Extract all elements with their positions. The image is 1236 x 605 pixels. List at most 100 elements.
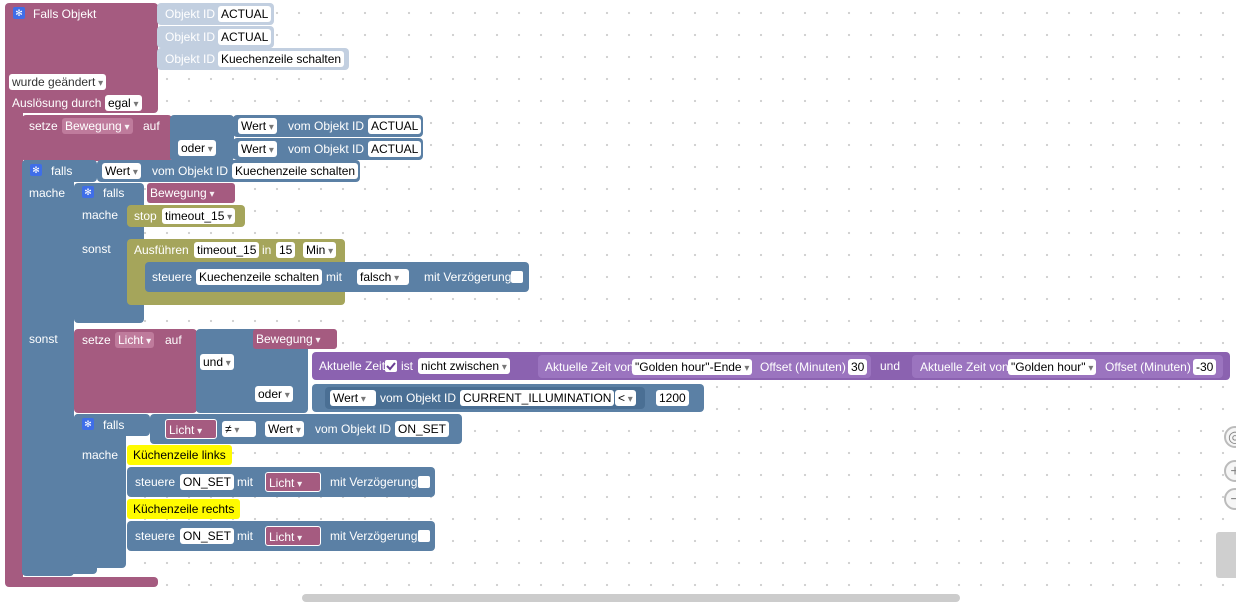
number-field[interactable]: 1200 <box>656 390 689 406</box>
target-field[interactable]: ON_SET <box>180 474 235 490</box>
timeout-dropdown[interactable]: timeout_15 <box>162 208 236 224</box>
zoom-in-icon[interactable]: + <box>1224 460 1236 482</box>
mache-label: mache <box>82 448 119 462</box>
auf-label: auf <box>143 119 160 133</box>
verzoegerung-checkbox[interactable] <box>511 271 523 283</box>
verzoegerung-label: mit Verzögerung <box>330 529 418 543</box>
offset-field-1[interactable]: 30 <box>848 359 868 375</box>
licht-var-dropdown[interactable]: Licht <box>265 472 321 492</box>
vom-label: vom Objekt ID <box>315 422 392 436</box>
licht-if-spine <box>74 414 126 568</box>
steuere-label: steuere <box>135 475 176 489</box>
delay-field[interactable]: 15 <box>276 242 296 258</box>
in-label: in <box>262 243 272 257</box>
sonst-label: sonst <box>29 332 58 346</box>
sonst-label: sonst <box>82 242 111 256</box>
objekt-id-field-1[interactable]: ACTUAL <box>368 118 422 134</box>
operator-dropdown[interactable]: < <box>615 390 636 406</box>
bewegung-var-dropdown[interactable]: Bewegung <box>253 329 337 349</box>
wert-dropdown[interactable]: Wert <box>265 421 304 437</box>
vom-label-1: vom Objekt ID <box>288 119 365 133</box>
event-block-footer <box>5 577 158 587</box>
unit-dropdown[interactable]: Min <box>303 242 337 258</box>
golden-hour-end-dropdown[interactable]: "Golden hour"-Ende <box>632 359 753 375</box>
objekt-id-value-3[interactable]: Kuechenzeile schalten <box>218 51 345 67</box>
objekt-id-value-2[interactable]: ACTUAL <box>218 29 272 45</box>
objekt-id-value-1[interactable]: ACTUAL <box>218 6 272 22</box>
mit-label: mit <box>237 529 253 543</box>
steuere-label: steuere <box>135 529 176 543</box>
comment-block-1[interactable]: Küchenzeile links <box>127 445 232 465</box>
falls-label: falls <box>103 418 125 432</box>
aktuelle-zeit-von-label: Aktuelle Zeit von <box>920 360 1009 374</box>
timeout-name-field[interactable]: timeout_15 <box>194 242 260 258</box>
setze-label: setze <box>29 119 58 133</box>
value-dropdown[interactable]: falsch <box>357 269 409 285</box>
offset-field-2[interactable]: -30 <box>1193 359 1217 375</box>
settings-gear-icon[interactable]: ✻ <box>82 418 94 430</box>
golden-hour-dropdown[interactable]: "Golden hour" <box>1008 359 1097 375</box>
ist-label: ist <box>401 359 413 373</box>
wert-dropdown[interactable]: Wert <box>330 390 376 406</box>
target-field[interactable]: ON_SET <box>180 528 235 544</box>
licht-if-footer <box>74 556 98 568</box>
falls-label: falls <box>103 186 125 200</box>
licht-var-dropdown[interactable]: Licht <box>115 332 155 348</box>
wert-dropdown-2[interactable]: Wert <box>238 141 277 157</box>
vom-label-2: vom Objekt ID <box>288 142 365 156</box>
offset-label-2: Offset (Minuten) <box>1105 360 1191 374</box>
verzoegerung-label: mit Verzögerung <box>424 270 512 284</box>
settings-gear-icon[interactable]: ✻ <box>30 164 42 176</box>
check-icon <box>386 362 396 371</box>
aktuelle-zeit-label: Aktuelle Zeit <box>319 359 386 373</box>
falls-label: falls <box>51 164 73 178</box>
mit-label: mit <box>326 270 342 284</box>
changed-dropdown[interactable]: wurde geändert <box>9 74 107 90</box>
settings-gear-icon[interactable]: ✻ <box>13 7 25 19</box>
settings-gear-icon[interactable]: ✻ <box>82 186 94 198</box>
aktuelle-zeit-von-label: Aktuelle Zeit von <box>545 360 634 374</box>
outer-if-spine <box>22 160 74 576</box>
event-block-spine <box>5 100 23 586</box>
objekt-id-label: Objekt ID <box>165 30 216 44</box>
zoom-reset-icon[interactable]: ◎ <box>1224 426 1236 448</box>
mache-label: mache <box>29 186 66 200</box>
mit-label: mit <box>237 475 253 489</box>
objekt-id-field[interactable]: ON_SET <box>395 421 450 437</box>
event-title: Falls Objekt <box>33 7 97 21</box>
oder-dropdown[interactable]: oder <box>255 386 293 402</box>
setze-label: setze <box>82 333 111 347</box>
wert-dropdown-1[interactable]: Wert <box>238 118 277 134</box>
trigger-label: Auslösung durch <box>12 96 102 110</box>
objekt-id-label: Objekt ID <box>165 52 216 66</box>
vom-label: vom Objekt ID <box>152 164 229 178</box>
bewegung-var-dropdown[interactable]: Bewegung <box>62 118 133 134</box>
comment-block-2[interactable]: Küchenzeile rechts <box>127 499 241 519</box>
mache-label: mache <box>82 208 119 222</box>
horizontal-scrollbar[interactable] <box>302 594 960 602</box>
auf-label: auf <box>165 333 182 347</box>
verzoegerung-checkbox[interactable] <box>418 530 430 542</box>
comparison-dropdown[interactable]: nicht zwischen <box>418 358 510 374</box>
bewegung-var-dropdown[interactable]: Bewegung <box>147 183 235 203</box>
oder-dropdown[interactable]: oder <box>178 140 216 156</box>
verzoegerung-label: mit Verzögerung <box>330 475 418 489</box>
objekt-id-label: Objekt ID <box>165 7 216 21</box>
objekt-id-field-2[interactable]: ACTUAL <box>368 141 422 157</box>
trash-icon[interactable] <box>1216 532 1236 578</box>
target-field[interactable]: Kuechenzeile schalten <box>196 269 323 285</box>
objekt-id-field[interactable]: CURRENT_ILLUMINATION <box>460 390 615 406</box>
objekt-id-field[interactable]: Kuechenzeile schalten <box>232 163 359 179</box>
operator-dropdown[interactable]: ≠ <box>222 421 256 437</box>
stop-label: stop <box>134 209 157 223</box>
und-dropdown[interactable]: und <box>200 354 234 370</box>
licht-var-dropdown[interactable]: Licht <box>265 526 321 546</box>
zoom-out-icon[interactable]: − <box>1224 488 1236 510</box>
licht-var-dropdown[interactable]: Licht <box>165 419 217 439</box>
steuere-label: steuere <box>152 270 193 284</box>
wert-dropdown[interactable]: Wert <box>102 163 141 179</box>
trigger-dropdown[interactable]: egal <box>105 95 142 111</box>
verzoegerung-checkbox[interactable] <box>418 476 430 488</box>
time-checkbox[interactable] <box>385 360 397 372</box>
vom-label: vom Objekt ID <box>380 391 457 405</box>
